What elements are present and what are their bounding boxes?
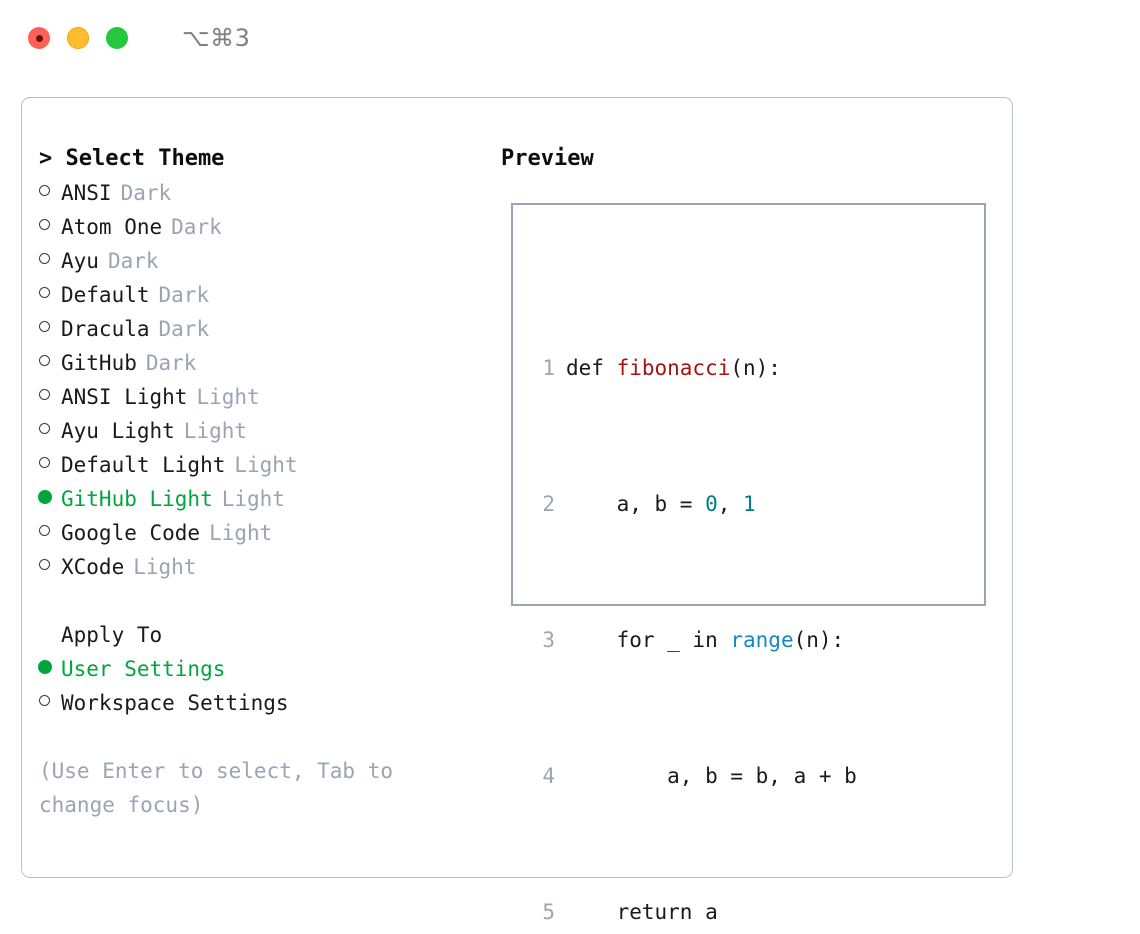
code-line: 1 def fibonacci(n):	[527, 351, 882, 385]
line-number: 3	[542, 628, 555, 652]
theme-option-atom-one[interactable]: Atom One Dark	[39, 210, 489, 244]
theme-option-default[interactable]: Default Dark	[39, 278, 489, 312]
theme-option-label: Default Light	[61, 453, 226, 477]
close-button-icon[interactable]	[28, 27, 50, 49]
theme-option-label: Default	[61, 283, 150, 307]
theme-picker-column: > Select Theme ANSI Dark Atom One Dark	[38, 142, 489, 822]
theme-option-tag: Dark	[171, 215, 222, 239]
syntax-builtin-token: range	[730, 628, 794, 652]
line-number: 5	[542, 900, 555, 924]
theme-option-tag: Light	[196, 385, 260, 409]
theme-option-ayu-light[interactable]: Ayu Light Light	[39, 414, 489, 448]
theme-option-label: ANSI	[61, 181, 112, 205]
syntax-number-token: 1	[743, 492, 756, 516]
code-text: def fibonacci(n):	[566, 356, 781, 380]
apply-to-option-label: Workspace Settings	[61, 691, 289, 715]
code-line: 3 for _ in range(n):	[527, 623, 882, 657]
code-text: return a	[566, 900, 718, 924]
code-text: a, b = 0, 1	[566, 492, 756, 516]
keyboard-shortcut-label: ⌥⌘3	[182, 24, 251, 52]
theme-option-list: ANSI Dark Atom One Dark Ayu Dark	[38, 176, 489, 584]
theme-option-github[interactable]: GitHub Dark	[39, 346, 489, 380]
theme-option-tag: Light	[183, 419, 248, 443]
theme-option-ayu[interactable]: Ayu Dark	[39, 244, 489, 278]
keyboard-hint-text: (Use Enter to select, Tab to change focu…	[39, 759, 394, 817]
theme-option-label: Ayu Light	[61, 419, 175, 443]
theme-option-ansi[interactable]: ANSI Dark	[39, 176, 489, 210]
code-line: 4 a, b = b, a + b	[527, 759, 882, 793]
theme-option-label: GitHub	[61, 351, 137, 375]
theme-option-tag: Dark	[158, 283, 210, 307]
code-line: 2 a, b = 0, 1	[527, 487, 882, 521]
apply-to-option-list: User Settings Workspace Settings	[38, 652, 489, 720]
code-text: a, b = b, a + b	[566, 764, 857, 788]
theme-option-ansi-light[interactable]: ANSI Light Light	[39, 380, 489, 414]
theme-option-label: Google Code	[61, 521, 201, 545]
minimize-button-icon[interactable]	[67, 27, 89, 49]
theme-option-tag: Dark	[107, 249, 159, 273]
apply-to-header-label: Apply To	[61, 623, 163, 647]
theme-option-tag: Light	[234, 453, 298, 477]
syntax-function-token: fibonacci	[616, 356, 731, 380]
theme-option-label: Dracula	[61, 317, 150, 341]
preview-box: 1 def fibonacci(n): 2 a, b = 0, 1 3 for …	[511, 203, 986, 924]
preview-header: Preview	[501, 146, 594, 171]
theme-option-tag: Dark	[158, 317, 210, 341]
theme-option-tag: Light	[133, 555, 197, 579]
line-number: 2	[542, 492, 555, 516]
theme-option-github-light[interactable]: GitHub Light Light	[38, 482, 489, 516]
theme-option-label: Ayu	[61, 249, 99, 273]
theme-option-label: ANSI Light	[61, 385, 188, 409]
syntax-number-token: 0	[705, 492, 718, 516]
title-bar: ⌥⌘3	[0, 0, 1140, 76]
code-preview: 1 def fibonacci(n): 2 a, b = 0, 1 3 for …	[527, 249, 882, 934]
theme-option-label: GitHub Light	[61, 487, 213, 511]
theme-option-google-code[interactable]: Google Code Light	[39, 516, 489, 550]
theme-option-dracula[interactable]: Dracula Dark	[39, 312, 489, 346]
main-panel: > Select Theme ANSI Dark Atom One Dark	[21, 97, 1013, 924]
theme-option-label: Atom One	[61, 215, 163, 239]
apply-to-option-label: User Settings	[61, 657, 226, 681]
list-spacer	[39, 584, 489, 618]
line-number: 1	[542, 356, 555, 380]
code-text: for _ in range(n):	[566, 628, 845, 652]
line-number: 4	[542, 764, 555, 788]
preview-column: Preview	[501, 142, 981, 176]
theme-option-xcode[interactable]: XCode Light	[39, 550, 489, 584]
theme-option-default-light[interactable]: Default Light Light	[39, 448, 489, 482]
theme-option-tag: Dark	[145, 351, 197, 375]
theme-option-tag: Dark	[120, 181, 172, 205]
theme-option-tag: Light	[221, 487, 285, 511]
select-theme-header: > Select Theme	[39, 146, 225, 171]
window-controls	[28, 27, 128, 49]
apply-to-option-user-settings[interactable]: User Settings	[38, 652, 489, 686]
theme-option-label: XCode	[61, 555, 125, 579]
apply-to-option-workspace-settings[interactable]: Workspace Settings	[39, 686, 489, 720]
maximize-button-icon[interactable]	[106, 27, 128, 49]
apply-to-header: Apply To	[39, 618, 489, 652]
code-line: 5 return a	[527, 895, 882, 929]
theme-option-tag: Light	[209, 521, 273, 545]
